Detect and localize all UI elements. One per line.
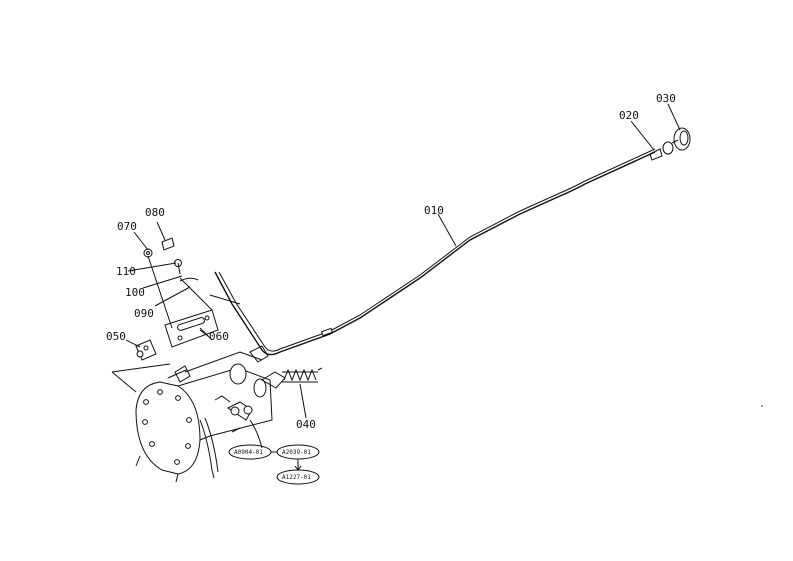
label-080: 080	[145, 206, 165, 219]
label-010: 010	[424, 204, 444, 217]
label-050: 050	[106, 330, 126, 343]
ref-code-b: A2039-01	[282, 449, 311, 456]
reference-codes: A0904-01 A2039-01 A1227-01	[228, 444, 320, 485]
label-100: 100	[125, 286, 145, 299]
bracket-plate	[164, 277, 219, 348]
label-090: 090	[134, 307, 154, 320]
label-040: 040	[296, 418, 316, 431]
control-rod	[209, 148, 656, 356]
flange-plate	[135, 381, 201, 483]
label-030: 030	[656, 92, 676, 105]
label-060: 060	[209, 330, 229, 343]
leader-lines	[111, 103, 681, 419]
stray-dot	[761, 405, 763, 407]
label-110: 110	[116, 265, 136, 278]
part-labels: 010 020 030 040 050 060 070 080 090 100 …	[106, 92, 676, 431]
label-070: 070	[117, 220, 137, 233]
small-parts	[135, 237, 199, 361]
label-020: 020	[619, 109, 639, 122]
ref-code-a: A0904-01	[234, 449, 263, 456]
ref-code-c: A1227-01	[282, 474, 311, 481]
pump-housing	[167, 345, 286, 479]
spring	[282, 367, 323, 383]
rod-end-knob	[649, 127, 691, 161]
